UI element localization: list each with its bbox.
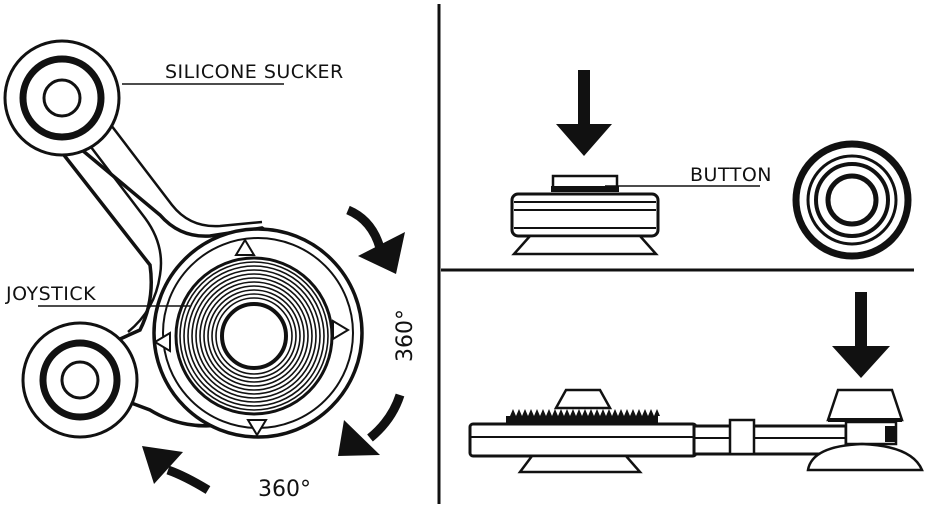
button-top-view: [792, 140, 912, 260]
joystick-grip-teeth: [510, 409, 660, 416]
grip-tooth: [588, 409, 594, 416]
grip-tooth: [576, 409, 582, 416]
down-triangle-icon: [246, 419, 268, 437]
pad-ring: [203, 285, 305, 387]
joystick-top-view: [3, 39, 364, 439]
pad-ring: [211, 293, 297, 379]
grip-tooth: [516, 409, 522, 416]
grip-tooth: [612, 409, 618, 416]
rotation-arrow-bottom-left: [142, 446, 211, 494]
pad-ring: [179, 261, 329, 411]
button-side-view: [510, 174, 660, 256]
joystick-label: JOYSTICK: [5, 283, 96, 305]
grip-tooth: [558, 409, 564, 416]
rotation-angle-right: 360°: [393, 309, 418, 362]
joystick-center: [220, 302, 288, 370]
left-triangle-icon: [153, 331, 171, 353]
rotation-angle-bottom: 360°: [258, 477, 311, 502]
grip-tooth: [522, 409, 528, 416]
grip-tooth: [600, 409, 606, 416]
rotation-arrow-right: [346, 205, 405, 274]
grip-tooth: [594, 409, 600, 416]
grip-tooth: [528, 409, 534, 416]
grip-tooth: [510, 409, 516, 416]
grip-tooth: [570, 409, 576, 416]
grip-tooth: [648, 409, 654, 416]
silicone-sucker-bottom: [21, 321, 139, 439]
grip-tooth: [624, 409, 630, 416]
button-label: BUTTON: [690, 164, 772, 186]
pad-ring: [199, 281, 309, 391]
grip-tooth: [642, 409, 648, 416]
pad-ring: [195, 277, 313, 395]
grip-tooth: [540, 409, 546, 416]
grip-tooth: [606, 409, 612, 416]
grip-tooth: [636, 409, 642, 416]
right-triangle-icon: [332, 319, 350, 341]
press-arrow-bottom: [832, 292, 890, 378]
joystick-arm-inner: [97, 107, 263, 228]
pad-ring: [187, 269, 321, 403]
pad-ring: [183, 265, 325, 407]
pad-ring: [207, 289, 301, 383]
grip-tooth: [618, 409, 624, 416]
pad-ring: [215, 297, 293, 375]
rotation-arrow-bottom-right: [338, 393, 405, 456]
press-arrow-top: [556, 70, 612, 156]
grip-tooth: [552, 409, 558, 416]
grip-tooth: [564, 409, 570, 416]
grip-tooth: [534, 409, 540, 416]
grip-tooth: [546, 409, 552, 416]
joystick-side-view: [468, 388, 924, 474]
grip-tooth: [582, 409, 588, 416]
pad-ring: [191, 273, 317, 399]
joystick-arm-inner: [77, 129, 163, 333]
joystick-pad: [174, 256, 334, 416]
up-triangle-icon: [234, 238, 256, 256]
silicone-sucker-top: [3, 39, 121, 157]
grip-tooth: [654, 409, 660, 416]
grip-tooth: [630, 409, 636, 416]
silicone-sucker-label: SILICONE SUCKER: [165, 61, 344, 83]
